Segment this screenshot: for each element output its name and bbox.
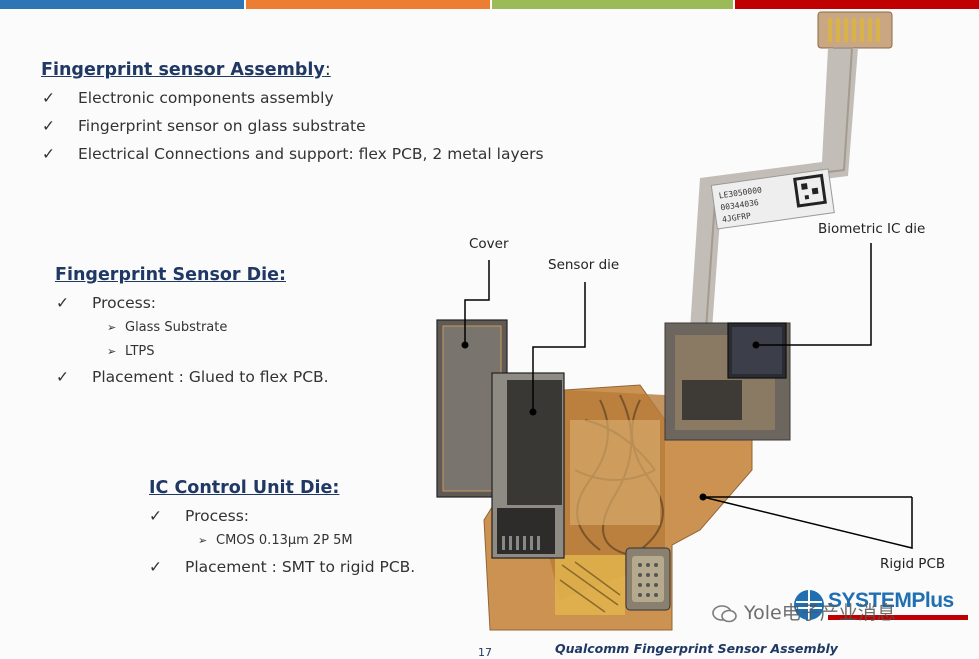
ic-placement: ✓ Placement : SMT to rigid PCB. xyxy=(149,558,415,576)
watermark-text: Yole电子产业消息 xyxy=(744,602,896,624)
callout-sensor-die-label: Sensor die xyxy=(548,257,620,273)
assembly-title: Fingerprint sensor Assembly: xyxy=(41,60,331,80)
logo-underline xyxy=(828,615,968,620)
flex-label-line-3: 4JGFRP xyxy=(722,211,752,224)
check-icon: ✓ xyxy=(42,89,55,107)
ic-placement-text: Placement : SMT to rigid PCB. xyxy=(185,558,416,576)
sub-item-text: CMOS 0.13µm 2P 5M xyxy=(216,533,353,548)
check-icon: ✓ xyxy=(149,558,162,576)
assembly-item-3: ✓ Electrical Connections and support: fle… xyxy=(42,145,544,163)
assembly-item-text: Electrical Connections and support: flex… xyxy=(78,145,544,163)
sensor-placement-text: Placement : Glued to flex PCB. xyxy=(92,368,329,386)
callout-lines xyxy=(464,243,913,549)
check-icon: ✓ xyxy=(42,117,55,135)
callout-biometric-label: Biometric IC die xyxy=(818,221,926,237)
sensor-sub-item-2: ➢ LTPS xyxy=(107,344,155,359)
topbar-blue xyxy=(0,0,244,9)
check-icon: ✓ xyxy=(149,507,162,525)
wechat-icon xyxy=(712,604,738,624)
topbar-green xyxy=(492,0,733,9)
assembly-title-text: Fingerprint sensor Assembly xyxy=(41,60,325,80)
sensor-die xyxy=(491,372,565,559)
arrow-bullet-icon: ➢ xyxy=(107,321,117,334)
assembly-title-colon: : xyxy=(324,60,331,80)
assembly-item-1: ✓ Electronic components assembly xyxy=(42,89,334,107)
logo-globe-icon xyxy=(794,590,824,620)
callout-rigid-pcb-label: Rigid PCB xyxy=(880,556,946,572)
topbar-red xyxy=(735,0,979,9)
systemplus-logo: SYSTEMPlus xyxy=(790,585,972,625)
sensor-process: ✓ Process: xyxy=(56,294,156,312)
assembly-item-2: ✓ Fingerprint sensor on glass substrate xyxy=(42,117,366,135)
ic-process: ✓ Process: xyxy=(149,507,249,525)
watermark: Yole电子产业消息 xyxy=(712,598,896,625)
sensor-placement: ✓ Placement : Glued to flex PCB. xyxy=(56,368,329,386)
topbar-orange xyxy=(246,0,490,9)
sensor-process-label: Process: xyxy=(92,294,157,312)
sub-item-text: Glass Substrate xyxy=(125,320,228,335)
check-icon: ✓ xyxy=(56,294,69,312)
callout-cover-label: Cover xyxy=(469,236,509,252)
page-number: 17 xyxy=(478,646,492,659)
arrow-bullet-icon: ➢ xyxy=(107,345,117,358)
arrow-bullet-icon: ➢ xyxy=(198,534,208,547)
assembly-item-text: Fingerprint sensor on glass substrate xyxy=(78,117,366,135)
photo-caption: Qualcomm Fingerprint Sensor Assembly xyxy=(555,641,838,656)
ic-sub-item-1: ➢ CMOS 0.13µm 2P 5M xyxy=(198,533,353,548)
check-icon: ✓ xyxy=(56,368,69,386)
check-icon: ✓ xyxy=(42,145,55,163)
sensor-sub-item-1: ➢ Glass Substrate xyxy=(107,320,227,335)
logo-text: SYSTEMPlus xyxy=(828,589,954,612)
callout-dots xyxy=(461,341,760,501)
ic-process-label: Process: xyxy=(185,507,250,525)
sub-item-text: LTPS xyxy=(125,344,155,359)
sensor-die-title: Fingerprint Sensor Die: xyxy=(55,265,286,285)
flex-barcode-label: LE3050000 00344036 4JGFRP xyxy=(710,168,835,230)
ic-die-title: IC Control Unit Die: xyxy=(149,478,340,498)
biometric-ic-die xyxy=(727,322,787,379)
assembly-item-text: Electronic components assembly xyxy=(78,89,334,107)
